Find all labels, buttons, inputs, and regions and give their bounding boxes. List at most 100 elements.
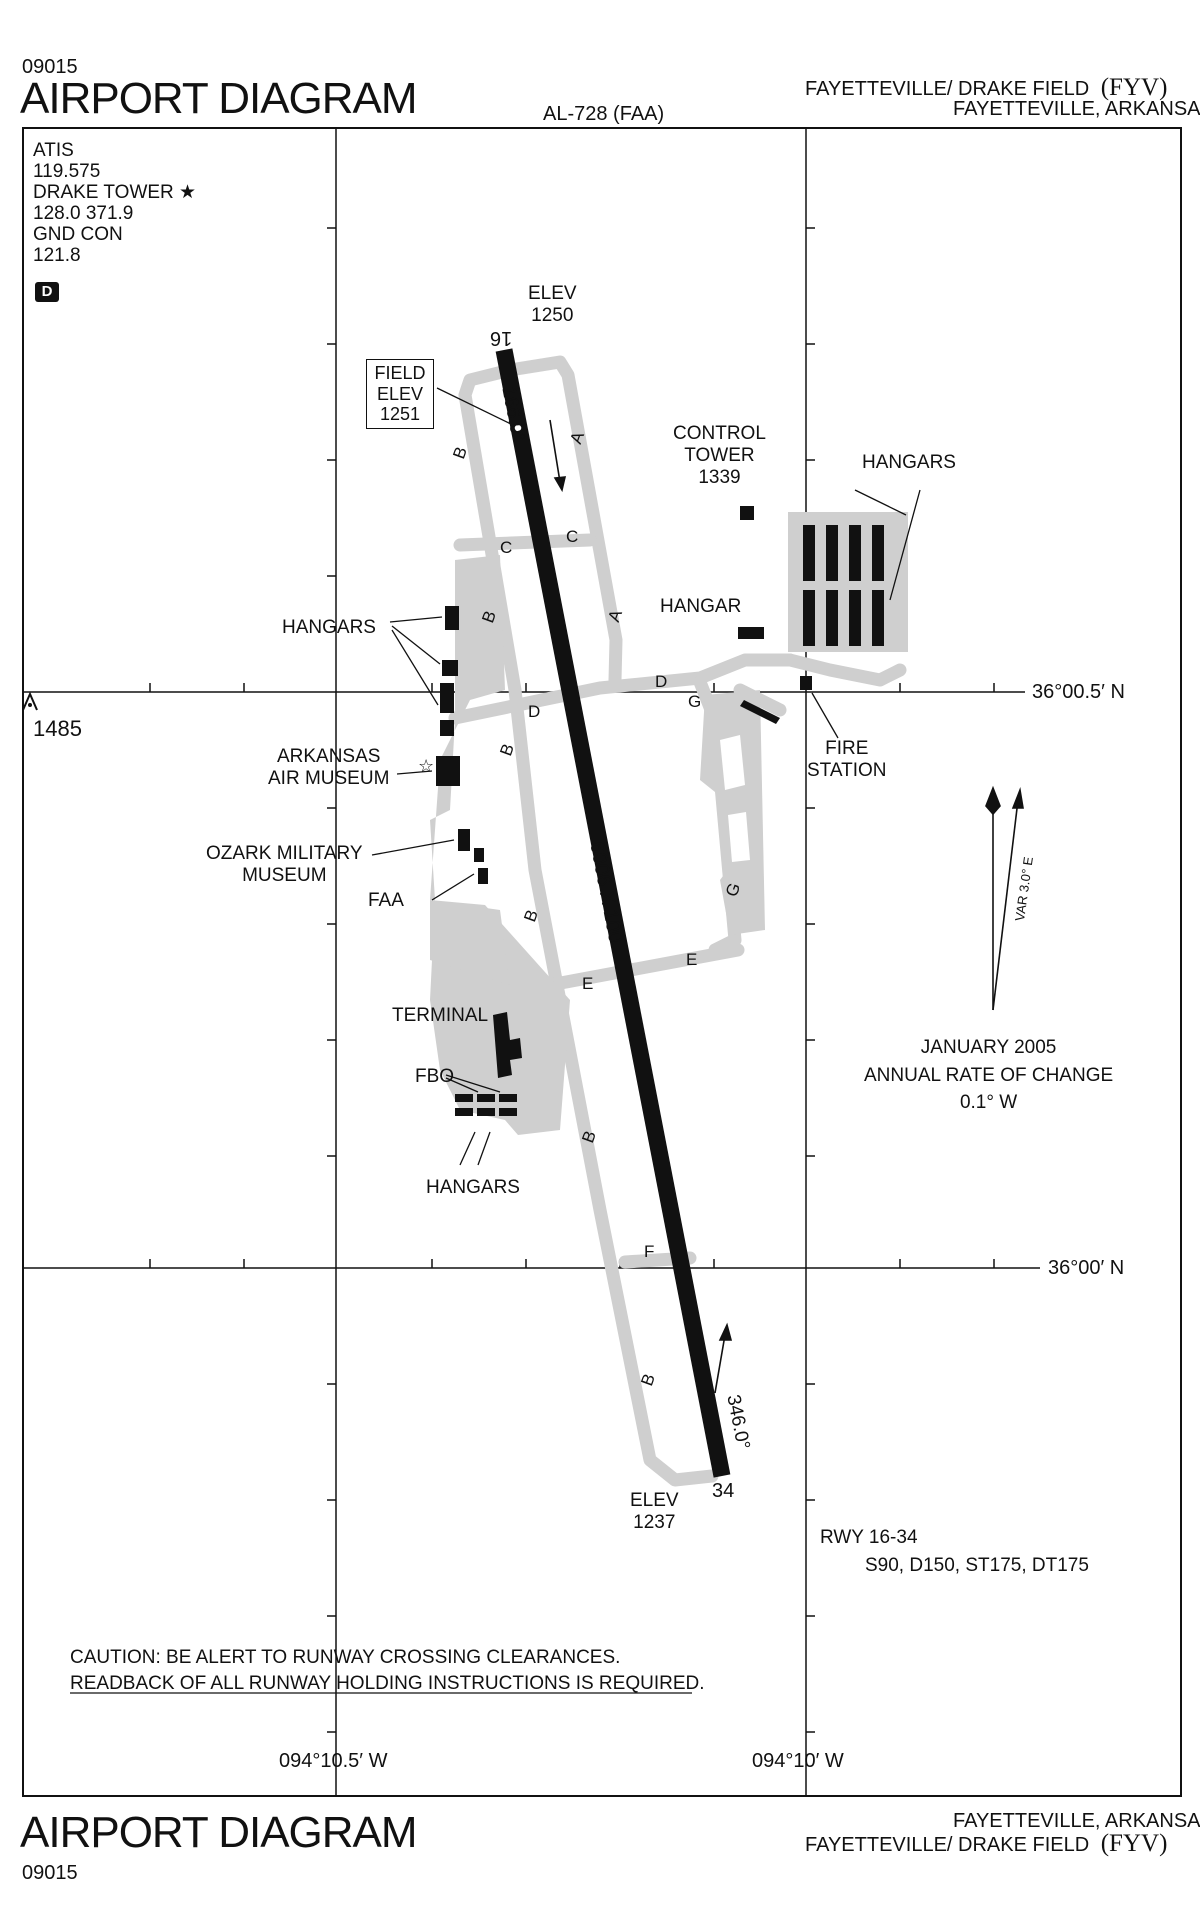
hangar-w-3 — [440, 683, 454, 713]
field-elev-leader — [436, 387, 516, 427]
air-museum-building — [436, 756, 460, 786]
magnetic-change-block: JANUARY 2005 ANNUAL RATE OF CHANGE 0.1° … — [864, 1034, 1113, 1117]
control-tower-line1: CONTROL — [673, 423, 766, 444]
hangars-s-label: HANGARS — [426, 1177, 520, 1198]
footer-city-state: FAYETTEVILLE, ARKANSAS — [953, 1810, 1200, 1832]
hangar-ne-1 — [803, 525, 815, 581]
comms-block: ATIS 119.575 DRAKE TOWER ★ 128.0 371.9 G… — [33, 140, 196, 266]
header-cycle: 09015 — [22, 56, 78, 78]
longitude-east-label: 094°10′ W — [752, 1750, 844, 1772]
taxiway-label-e1: E — [582, 974, 594, 993]
taxiway-label-c2: C — [566, 527, 579, 546]
control-tower-line2: TOWER — [684, 444, 755, 466]
hangar-s-2 — [455, 1108, 473, 1116]
air-museum-line2: AIR MUSEUM — [268, 767, 390, 789]
elev-north-value: 1250 — [531, 304, 574, 326]
hangar-ne-6 — [826, 590, 838, 646]
footer-airport-name-text: FAYETTEVILLE/ DRAKE FIELD — [805, 1834, 1090, 1856]
g-apron — [700, 690, 765, 935]
procedure-id: AL-728 (FAA) — [543, 103, 665, 125]
diagram-frame — [22, 127, 1182, 1797]
runway-16-designation: 16 — [490, 327, 513, 349]
runway-strength-title: RWY 16-34 — [820, 1527, 918, 1548]
hangar-s-3 — [477, 1094, 495, 1102]
taxiway-hangar-link — [783, 653, 907, 687]
runway-strength: RWY 16-34 S90, D150, ST175, DT175 — [820, 1524, 1089, 1580]
museum-star-icon: ☆ — [418, 756, 434, 777]
hangar-ne-3 — [849, 525, 861, 581]
air-museum-line1: ARKANSAS — [276, 746, 381, 767]
hangar-s-5 — [499, 1094, 517, 1102]
magnetic-north-line — [992, 799, 1019, 1011]
class-d-airspace-icon: D — [35, 282, 59, 302]
taxiway-label-d2: D — [655, 672, 668, 691]
footer-title: AIRPORT DIAGRAM — [20, 1808, 418, 1857]
taxiway-label-e2: E — [686, 950, 698, 969]
north-arrows — [985, 785, 1024, 1011]
atis-label: ATIS — [33, 140, 74, 161]
hangars-ne-label: HANGARS — [862, 452, 956, 473]
footer-airport-id: (FYV) — [1100, 1830, 1168, 1857]
airport-id: (FYV) — [1100, 74, 1168, 101]
ozark-museum-label: OZARK MILITARY MUSEUM — [206, 843, 363, 887]
runway-strength-values: S90, D150, ST175, DT175 — [865, 1555, 1089, 1576]
fbo-label: FBO — [415, 1066, 455, 1087]
taxiways — [448, 355, 907, 1487]
east-apron — [700, 512, 908, 935]
caution-line1: CAUTION: BE ALERT TO RUNWAY CROSSING CLE… — [70, 1647, 621, 1668]
runway-16-34 — [495, 348, 731, 1478]
magnetic-rate-label: ANNUAL RATE OF CHANGE — [864, 1064, 1114, 1086]
taxiway-label-d1: D — [528, 702, 541, 721]
hangar-s-6 — [499, 1108, 517, 1116]
hangar-w-4 — [440, 720, 454, 736]
obstacle-elevation: 1485 — [33, 716, 82, 741]
atis-frequency: 119.575 — [33, 161, 101, 182]
magnetic-north-icon — [1011, 786, 1024, 809]
buildings — [436, 506, 884, 1116]
air-museum-label: ARKANSAS AIR MUSEUM — [268, 746, 389, 790]
hangar-ne-4 — [872, 525, 884, 581]
elev-north-label: ELEV — [528, 283, 577, 304]
fire-station-line1: FIRE — [825, 738, 869, 759]
g-marker — [740, 700, 780, 724]
field-elev-value: 1251 — [379, 404, 421, 425]
elev-south: ELEV 1237 — [630, 1490, 679, 1534]
terminal-label: TERMINAL — [392, 1005, 489, 1026]
taxiway-label-c1: C — [500, 538, 513, 557]
hangar-single-building — [738, 627, 764, 639]
faa-ramp — [430, 900, 510, 985]
magnetic-date: JANUARY 2005 — [920, 1037, 1057, 1058]
field-elev-point — [513, 423, 523, 433]
hangar-ne-2 — [826, 525, 838, 581]
faa-label: FAA — [368, 890, 404, 911]
runway-surface — [495, 348, 731, 1478]
runway-34-designation: 34 — [712, 1480, 735, 1502]
hangar-label: HANGAR — [660, 596, 742, 617]
taxiway-label-f: F — [644, 1242, 655, 1261]
control-tower-label: CONTROL TOWER 1339 — [673, 423, 766, 489]
field-elevation-box: FIELD ELEV 1251 — [366, 359, 434, 430]
elev-south-value: 1237 — [633, 1511, 676, 1533]
true-north-icon — [985, 785, 1001, 816]
heading-arrows — [549, 419, 733, 1394]
airport-name: FAYETTEVILLE/ DRAKE FIELD (FYV) — [805, 74, 1167, 102]
hangar-w-2 — [442, 660, 458, 676]
caution-note: CAUTION: BE ALERT TO RUNWAY CROSSING CLE… — [70, 1645, 705, 1697]
apron-holes — [720, 735, 750, 862]
tower-frequency: 128.0 371.9 — [33, 203, 134, 224]
taxiway-label-g1: G — [688, 692, 702, 711]
fire-station-label: FIRE STATION — [807, 738, 887, 782]
fire-station-building — [800, 676, 812, 690]
control-tower-elevation: 1339 — [698, 466, 741, 488]
heading-arrow-16-head — [553, 476, 567, 493]
page-title: AIRPORT DIAGRAM — [20, 74, 418, 123]
obstacle-dot — [28, 703, 32, 707]
city-state: FAYETTEVILLE, ARKANSAS — [953, 98, 1200, 120]
latitude-south-label: 36°00′ N — [1048, 1257, 1125, 1279]
terminal-building — [493, 1012, 522, 1078]
grid-lines — [23, 128, 1040, 1796]
obstacle-icon — [22, 691, 38, 711]
airport-name-text: FAYETTEVILLE/ DRAKE FIELD — [805, 78, 1090, 100]
taxiway-a — [503, 355, 623, 687]
taxiway-c — [453, 533, 597, 552]
